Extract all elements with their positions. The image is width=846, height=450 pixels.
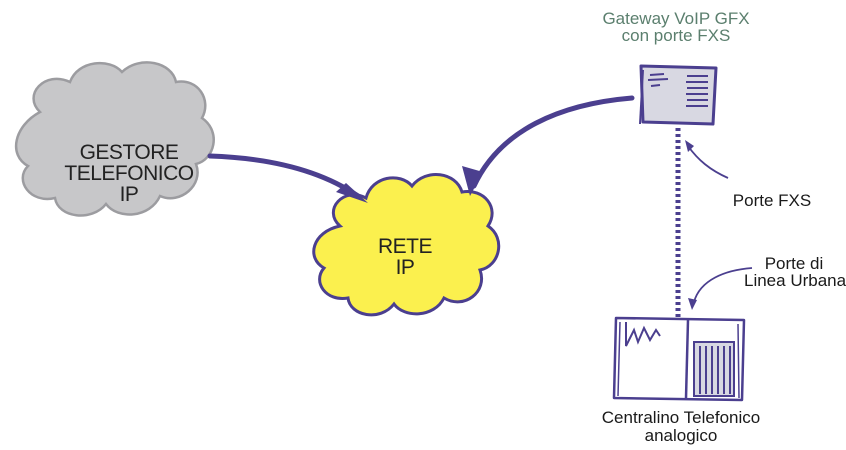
gateway-to-network-arrowhead — [462, 166, 483, 196]
provider-cloud-label: GESTORE TELEFONICO IP — [60, 142, 198, 205]
ip-network-cloud — [312, 173, 501, 317]
trunk-ports-label: Porte di Linea Urbana — [744, 254, 846, 290]
trunk-pointer-head — [688, 298, 697, 310]
gateway-to-network-arrow — [471, 95, 635, 189]
provider-line-1: GESTORE — [79, 141, 179, 164]
pbx-line-2: analogico — [644, 425, 718, 445]
provider-cloud — [14, 61, 215, 217]
ip-network-label: RETE IP — [360, 236, 450, 278]
gateway-line-1: Gateway VoIP GFX — [602, 9, 750, 28]
fxs-pointer-head — [685, 140, 694, 152]
pbx-device-icon — [612, 316, 746, 402]
fxs-pointer — [687, 145, 729, 179]
provider-line-3: IP — [119, 183, 139, 206]
trunk-line-1: Porte di — [764, 254, 824, 273]
trunk-pointer — [693, 267, 753, 303]
gateway-label: Gateway VoIP GFX con porte FXS — [576, 10, 776, 44]
trunk-line-2: Linea Urbana — [744, 271, 846, 290]
fxs-ports-label: Porte FXS — [722, 192, 822, 209]
provider-line-2: TELEFONICO — [64, 162, 194, 185]
gateway-line-2: con porte FXS — [621, 26, 731, 45]
pbx-line-1: Centralino Telefonico — [601, 408, 761, 427]
provider-to-network-arrowhead — [336, 183, 368, 203]
network-line-1: RETE — [377, 235, 433, 258]
pbx-label: Centralino Telefonico analogico — [576, 409, 786, 445]
gateway-device-icon — [639, 64, 718, 126]
provider-to-network-arrow — [207, 153, 361, 199]
network-line-2: IP — [395, 256, 415, 279]
fxs-ports-text: Porte FXS — [732, 191, 812, 210]
